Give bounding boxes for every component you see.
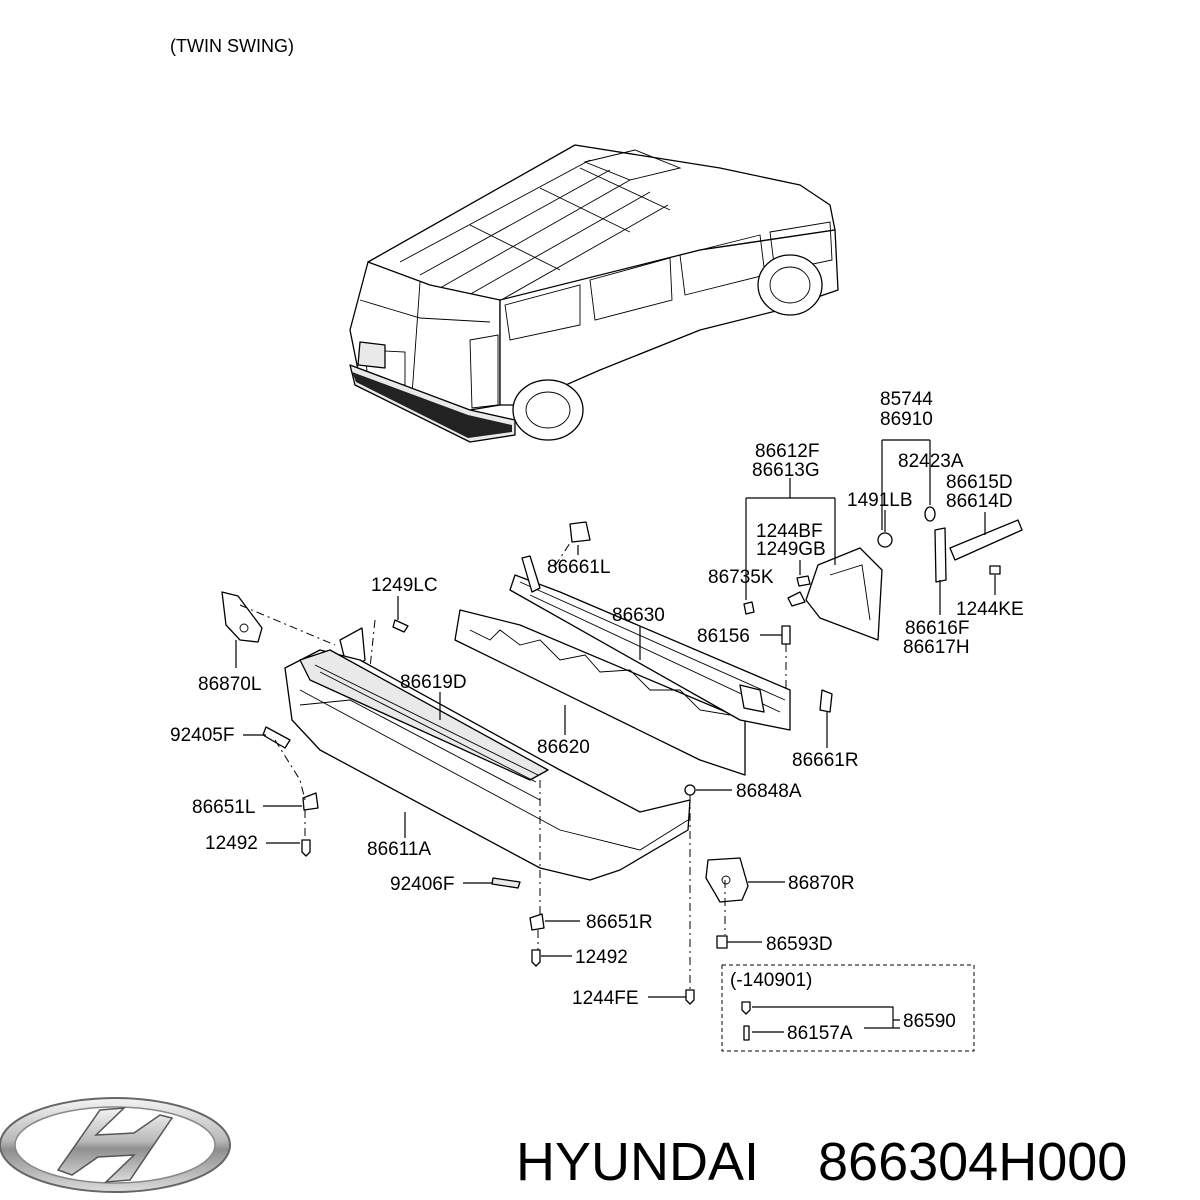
callout-86870R: 86870R — [788, 873, 855, 894]
part-number: 866304H000 — [818, 1132, 1127, 1192]
callout-1491LB: 1491LB — [847, 490, 913, 511]
callout-86910: 86910 — [880, 409, 933, 430]
callout-86651L: 86651L — [192, 797, 255, 818]
callout-86157A: 86157A — [787, 1023, 853, 1044]
callout-86630: 86630 — [612, 605, 665, 626]
inset-condition: (-140901) — [730, 970, 812, 991]
callout-82423A: 82423A — [898, 451, 964, 472]
callout-86611A: 86611A — [367, 839, 431, 860]
inset-box: (-140901) 86157A 86590 — [721, 964, 975, 1052]
callout-86614D: 86614D — [946, 491, 1013, 512]
callout-12492-left: 12492 — [205, 833, 258, 854]
callout-86651R: 86651R — [586, 912, 653, 933]
callout-1249LC: 1249LC — [371, 575, 438, 596]
callout-86661R: 86661R — [792, 750, 859, 771]
callout-86620: 86620 — [537, 737, 590, 758]
hyundai-logo-icon — [0, 1097, 231, 1193]
assembly-lines — [239, 539, 787, 990]
van-illustration — [349, 144, 839, 443]
callout-86617H: 86617H — [903, 637, 970, 658]
callout-86735K: 86735K — [708, 567, 774, 588]
callout-86616F: 86616F — [905, 618, 969, 639]
callout-85744: 85744 — [880, 389, 933, 410]
callout-86848A: 86848A — [736, 781, 802, 802]
callout-86590: 86590 — [903, 1011, 956, 1032]
callout-86661L: 86661L — [547, 557, 610, 578]
callout-1249GB: 1249GB — [756, 539, 826, 560]
brand-name: HYUNDAI — [516, 1132, 759, 1192]
callout-86612F: 86612F — [755, 441, 819, 462]
callout-86613G: 86613G — [752, 460, 820, 481]
callout-92406F: 92406F — [390, 874, 454, 895]
callout-1244KE: 1244KE — [956, 599, 1024, 620]
callout-86593D: 86593D — [766, 934, 833, 955]
leader-lines — [235, 439, 996, 998]
variant-note: (TWIN SWING) — [170, 36, 294, 56]
callout-1244BF: 1244BF — [756, 521, 823, 542]
callout-86615D: 86615D — [946, 472, 1013, 493]
callout-86870L: 86870L — [198, 674, 261, 695]
callout-labels: 85744 86910 82423A 86612F 86613G 1491LB … — [170, 389, 1024, 1009]
exploded-parts — [221, 506, 1023, 1005]
callout-12492-mid: 12492 — [575, 947, 628, 968]
callout-1244FE: 1244FE — [572, 988, 639, 1009]
callout-92405F: 92405F — [170, 725, 234, 746]
callout-86156: 86156 — [697, 626, 750, 647]
callout-86619D: 86619D — [400, 672, 467, 693]
